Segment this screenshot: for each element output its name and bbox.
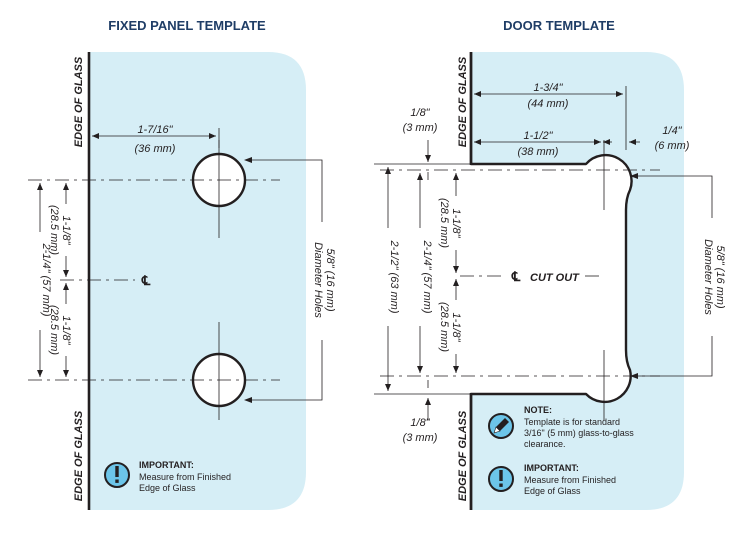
fixed-upper-label: 1-1/8" xyxy=(60,216,72,246)
door-holes-leader-arrow-top xyxy=(630,173,638,179)
fixed-upper-mm-label: (28.5 mm) xyxy=(48,205,60,255)
fixed-centerline-symbol: ℄ xyxy=(141,274,151,289)
fixed-holes-label: 5/8" (16 mm) xyxy=(324,248,336,312)
door-note-title: NOTE: xyxy=(524,405,552,415)
door-total-outer-label: 2-1/2" (63 mm) xyxy=(388,240,400,314)
fixed-panel-edge-bottom-label: EDGE OF GLASS xyxy=(73,410,85,501)
door-holes-leader-arrow-bottom xyxy=(630,373,638,379)
door-note-line3: clearance. xyxy=(524,439,566,449)
door-top-gap-label: 1/8" xyxy=(410,107,430,119)
door-lower-mm-label: (28.5 mm) xyxy=(438,302,450,352)
fixed-holes-label-bg xyxy=(310,222,342,340)
door-inner-mm-label: (38 mm) xyxy=(518,146,559,158)
door-centerline-symbol: ℄ xyxy=(511,270,521,285)
fixed-offset-mm-label: (36 mm) xyxy=(135,143,176,155)
fixed-holes-leader-arrow-bottom xyxy=(244,397,252,403)
fixed-lower-mm-label: (28.5 mm) xyxy=(48,305,60,355)
door-upper-label-bg xyxy=(442,196,470,250)
door-lower-label-bg xyxy=(442,300,470,354)
door-lower-label: 1-1/8" xyxy=(450,313,462,343)
fixed-important-title: IMPORTANT: xyxy=(139,460,194,470)
fixed-lower-label-bg xyxy=(52,304,80,356)
door-top-gap-mm-label: (3 mm) xyxy=(403,122,438,134)
fixed-lower-label: 1-1/8" xyxy=(60,316,72,346)
door-upper-mm-label: (28.5 mm) xyxy=(438,198,450,248)
door-important-title: IMPORTANT: xyxy=(524,463,579,473)
fixed-holes-leader-arrow-top xyxy=(244,157,252,163)
door-bottom-gap-label: 1/8" xyxy=(410,417,430,429)
door-outer-mm-label: (44 mm) xyxy=(528,98,569,110)
fixed-panel-title: FIXED PANEL TEMPLATE xyxy=(108,18,266,33)
fixed-important-line1: Measure from Finished xyxy=(139,472,231,482)
fixed-important-icon xyxy=(104,462,130,488)
door-quarter-mm-label: (6 mm) xyxy=(655,140,690,152)
door-inner-label: 1-1/2" xyxy=(524,130,554,142)
door-total-label: 2-1/4" (57 mm) xyxy=(421,240,433,314)
door-note-line1: Template is for standard xyxy=(524,417,620,427)
door-holes-label-bg xyxy=(700,218,732,336)
fixed-offset-label: 1-7/16" xyxy=(137,124,173,136)
door-total-label-bg xyxy=(411,228,429,326)
door-cutout xyxy=(469,52,633,510)
fixed-panel-edge-top-label: EDGE OF GLASS xyxy=(73,56,85,147)
fixed-important-line2: Edge of Glass xyxy=(139,483,196,493)
door-holes-label-2: Diameter Holes xyxy=(702,239,714,315)
door-bottom-gap-mm-label: (3 mm) xyxy=(403,432,438,444)
door-outer-label: 1-3/4" xyxy=(534,82,564,94)
door-edge-top-label: EDGE OF GLASS xyxy=(457,56,469,147)
door-total-outer-label-bg xyxy=(378,228,396,326)
fixed-total-label: 2-1/4" (57 mm) xyxy=(40,243,52,317)
door-note-pencil-icon xyxy=(488,413,514,439)
fixed-upper-label-bg xyxy=(52,204,80,256)
door-title: DOOR TEMPLATE xyxy=(503,18,615,33)
door-note-line2: 3/16" (5 mm) glass-to-glass xyxy=(524,428,634,438)
door-edge-bottom-label: EDGE OF GLASS xyxy=(457,410,469,501)
door-important-line1: Measure from Finished xyxy=(524,475,616,485)
door-upper-label: 1-1/8" xyxy=(450,209,462,239)
door-quarter-label: 1/4" xyxy=(662,125,682,137)
door-important-line2: Edge of Glass xyxy=(524,486,581,496)
fixed-panel-glass xyxy=(89,52,306,510)
door-important-icon xyxy=(488,466,514,492)
fixed-holes-label-2: Diameter Holes xyxy=(312,242,324,318)
fixed-total-label-bg xyxy=(30,232,48,330)
door-cutout-label: CUT OUT xyxy=(530,272,580,284)
door-holes-label: 5/8" (16 mm) xyxy=(714,245,726,309)
